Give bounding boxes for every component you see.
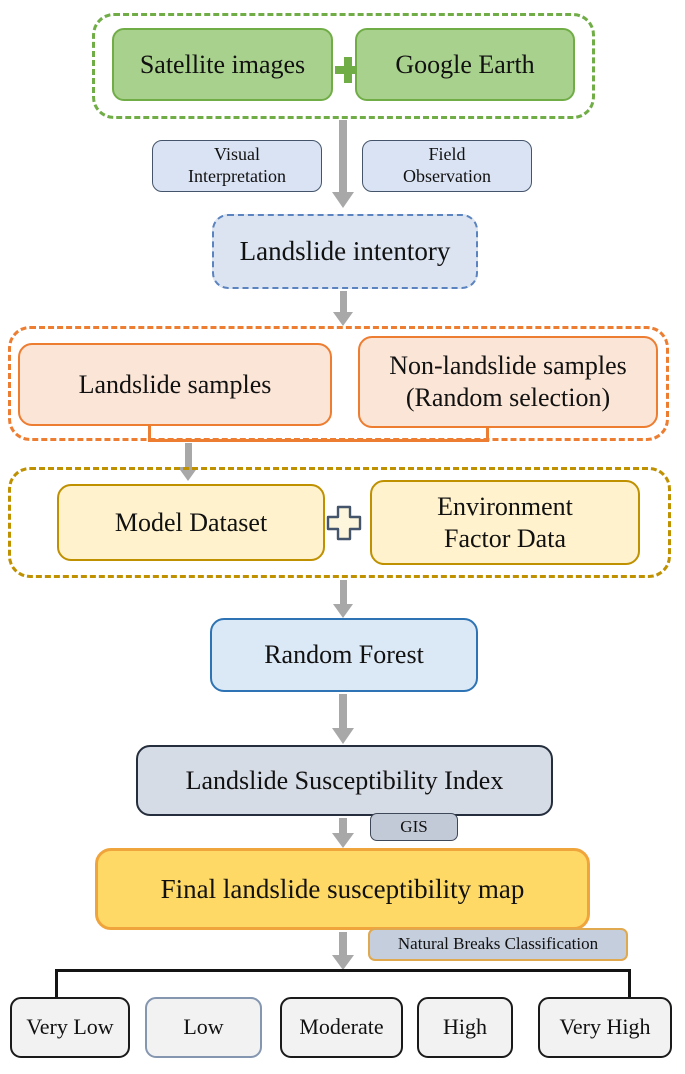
- node-satellite-images: Satellite images: [112, 28, 333, 101]
- arrow-shaft: [339, 818, 347, 833]
- label-gis: GIS: [370, 813, 458, 841]
- connector-line: [628, 969, 631, 999]
- node-susceptibility-index: Landslide Susceptibility Index: [136, 745, 553, 816]
- node-landslide-samples: Landslide samples: [18, 343, 332, 426]
- label-visual-interpretation: Visual Interpretation: [152, 140, 322, 192]
- arrow-head: [332, 955, 354, 970]
- arrow-shaft: [340, 580, 347, 604]
- arrow-shaft: [185, 443, 192, 467]
- connector-line: [148, 425, 151, 442]
- node-landslide-inventory: Landslide intentory: [212, 214, 478, 289]
- node-class-high: High: [417, 997, 513, 1058]
- node-class-very-low: Very Low: [10, 997, 130, 1058]
- label-natural-breaks-classification: Natural Breaks Classification: [368, 928, 628, 961]
- arrow-head: [333, 604, 353, 618]
- node-class-very-high: Very High: [538, 997, 672, 1058]
- label-field-observation: Field Observation: [362, 140, 532, 192]
- source-group-container: [92, 13, 595, 119]
- connector-line: [148, 439, 489, 442]
- arrow-shaft: [340, 291, 347, 312]
- arrow-head: [332, 728, 354, 744]
- connector-line: [55, 969, 631, 972]
- node-class-low: Low: [145, 997, 262, 1058]
- node-final-map: Final landslide susceptibility map: [95, 848, 590, 930]
- plus-icon: [335, 57, 361, 83]
- arrow-head: [332, 192, 354, 208]
- dataset-group-container: [8, 467, 671, 578]
- node-class-moderate: Moderate: [280, 997, 403, 1058]
- node-random-forest: Random Forest: [210, 618, 478, 692]
- connector-line: [55, 969, 58, 999]
- node-google-earth: Google Earth: [355, 28, 575, 101]
- node-model-dataset: Model Dataset: [57, 484, 325, 561]
- arrow-shaft: [339, 932, 347, 955]
- arrow-shaft: [339, 694, 347, 728]
- node-environment-factor-data: Environment Factor Data: [370, 480, 640, 565]
- plus-outline-icon: [326, 505, 362, 541]
- node-non-landslide-samples: Non-landslide samples (Random selection): [358, 336, 658, 428]
- arrow-head: [178, 467, 198, 481]
- arrow-head: [333, 312, 353, 326]
- arrow-shaft: [339, 120, 347, 192]
- arrow-head: [332, 833, 354, 848]
- connector-line: [486, 427, 489, 442]
